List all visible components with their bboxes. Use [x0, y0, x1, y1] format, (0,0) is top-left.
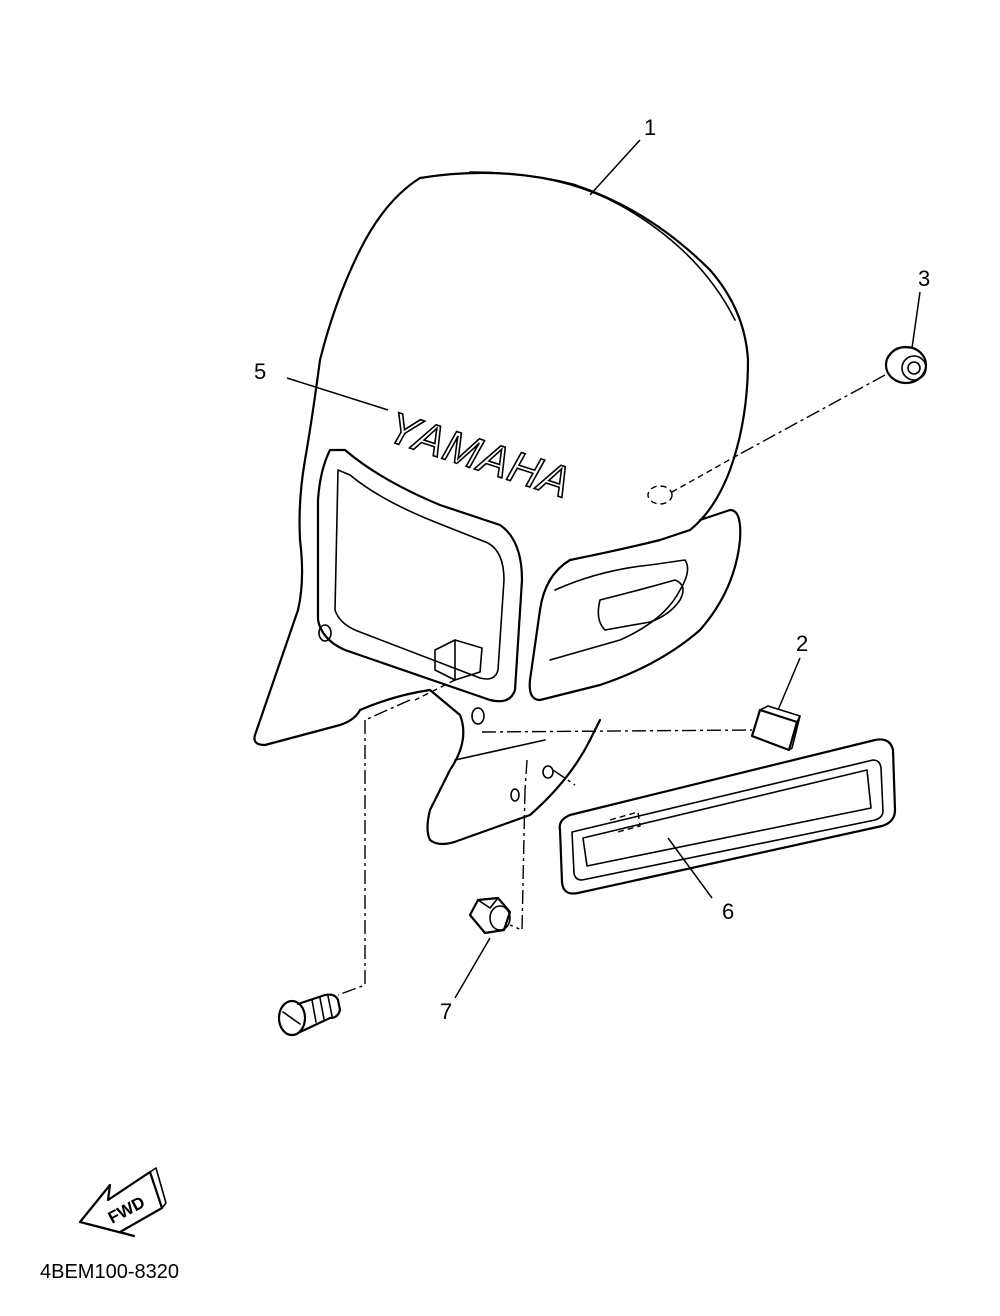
fwd-arrow-icon: FWD	[78, 1167, 167, 1238]
callout-7: 7	[440, 999, 452, 1024]
nut-part-7	[468, 896, 512, 935]
callout-5: 5	[254, 359, 266, 384]
screw	[277, 993, 342, 1037]
cowling-part-1	[253, 171, 750, 846]
callout-1: 1	[644, 115, 656, 140]
reflector-part-6	[558, 738, 897, 895]
callout-3: 3	[918, 266, 930, 291]
leader-lines	[286, 139, 921, 999]
callout-6: 6	[722, 899, 734, 924]
assembly-lines	[337, 374, 886, 996]
callout-2: 2	[796, 631, 808, 656]
grommet-part-3	[884, 345, 928, 385]
callout-labels: 1 2 3 5 6 7	[254, 115, 930, 1024]
diagram-code: 4BEM100-8320	[40, 1261, 179, 1283]
pad-part-2	[750, 705, 801, 752]
